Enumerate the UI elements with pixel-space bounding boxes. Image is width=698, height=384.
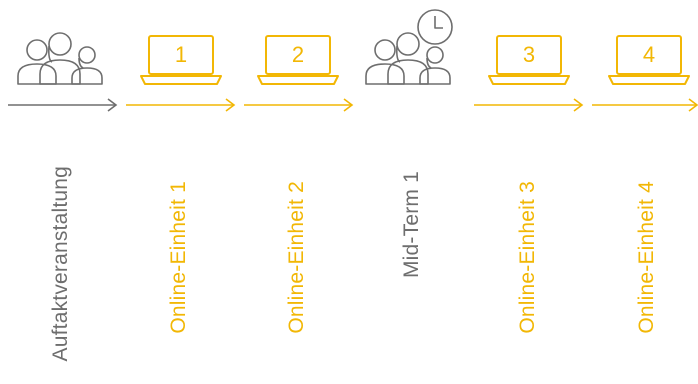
arrow-connector	[592, 98, 698, 112]
laptop-icon	[257, 35, 339, 85]
step-label: Mid-Term 1	[400, 170, 423, 278]
laptop-number: 4	[642, 42, 656, 67]
step-label: Online-Einheit 4	[635, 181, 658, 334]
arrow-connector	[126, 98, 236, 112]
step-label-container: Online-Einheit 1	[164, 118, 194, 334]
arrow-connector	[474, 98, 584, 112]
group-people-clock-icon	[365, 9, 453, 85]
arrow-connector	[244, 98, 354, 112]
step-label-container: Online-Einheit 4	[632, 118, 662, 334]
laptop-number: 2	[291, 42, 305, 67]
arrow-connector	[8, 98, 118, 112]
step-label-container: Auftaktveranstaltung	[46, 144, 76, 384]
laptop-icon	[608, 35, 690, 85]
group-people-icon	[17, 32, 103, 85]
step-label-container: Mid-Term 1	[397, 118, 427, 278]
step-label: Online-Einheit 1	[167, 181, 190, 334]
laptop-number: 3	[522, 42, 536, 67]
step-label: Online-Einheit 3	[516, 181, 539, 334]
step-label-container: Online-Einheit 2	[282, 118, 312, 334]
step-label: Auftaktveranstaltung	[49, 166, 72, 362]
step-label-container: Online-Einheit 3	[513, 118, 543, 334]
laptop-icon	[140, 35, 222, 85]
laptop-number: 1	[174, 42, 188, 67]
laptop-icon	[488, 35, 570, 85]
step-label: Online-Einheit 2	[285, 181, 308, 334]
